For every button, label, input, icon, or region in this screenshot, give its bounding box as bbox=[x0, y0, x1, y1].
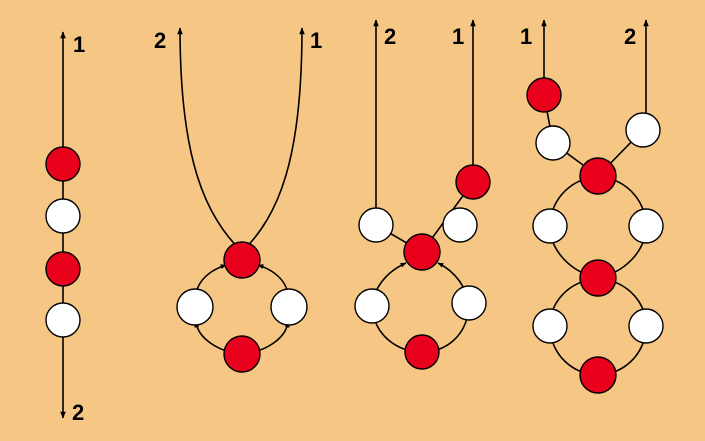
thread-end-1 bbox=[241, 27, 305, 253]
bead-red bbox=[403, 233, 441, 271]
bead-red bbox=[455, 164, 491, 200]
bead-red bbox=[45, 251, 81, 287]
panel-4: 1 2 bbox=[520, 19, 664, 394]
bead-white bbox=[451, 285, 487, 321]
bead-white bbox=[442, 207, 478, 243]
panel-3: 2 1 bbox=[354, 19, 491, 370]
thread-label-2: 2 bbox=[72, 400, 84, 425]
thread-cross-upper bbox=[543, 94, 644, 178]
bead-white bbox=[532, 208, 568, 244]
bead-white bbox=[532, 308, 568, 344]
bead-white bbox=[625, 112, 661, 148]
bead-white bbox=[176, 288, 214, 326]
thread-end-2 bbox=[177, 27, 243, 253]
bead-red bbox=[579, 259, 617, 297]
bead-red bbox=[579, 157, 617, 195]
bead-white bbox=[270, 288, 308, 326]
bead-red bbox=[223, 241, 261, 279]
bead-white bbox=[358, 207, 394, 243]
bead-white bbox=[354, 288, 390, 324]
thread-label-2: 2 bbox=[384, 24, 396, 49]
bead-red bbox=[526, 77, 562, 113]
bead-red bbox=[223, 335, 261, 373]
panel-1: 1 2 bbox=[45, 31, 85, 425]
thread-label-2: 2 bbox=[624, 24, 636, 49]
bead-white bbox=[535, 125, 571, 161]
bead-red bbox=[404, 334, 440, 370]
bead-white bbox=[45, 302, 81, 338]
bead-red bbox=[45, 146, 81, 182]
thread-label-2: 2 bbox=[154, 28, 166, 53]
thread-label-1: 1 bbox=[520, 24, 532, 49]
panel-2: 2 1 bbox=[154, 27, 322, 373]
thread-label-1: 1 bbox=[310, 28, 322, 53]
bead-white bbox=[628, 208, 664, 244]
bead-red bbox=[579, 356, 617, 394]
bead-white bbox=[45, 198, 81, 234]
thread-label-1: 1 bbox=[452, 24, 464, 49]
bead-white bbox=[628, 308, 664, 344]
thread-label-1: 1 bbox=[73, 32, 85, 57]
